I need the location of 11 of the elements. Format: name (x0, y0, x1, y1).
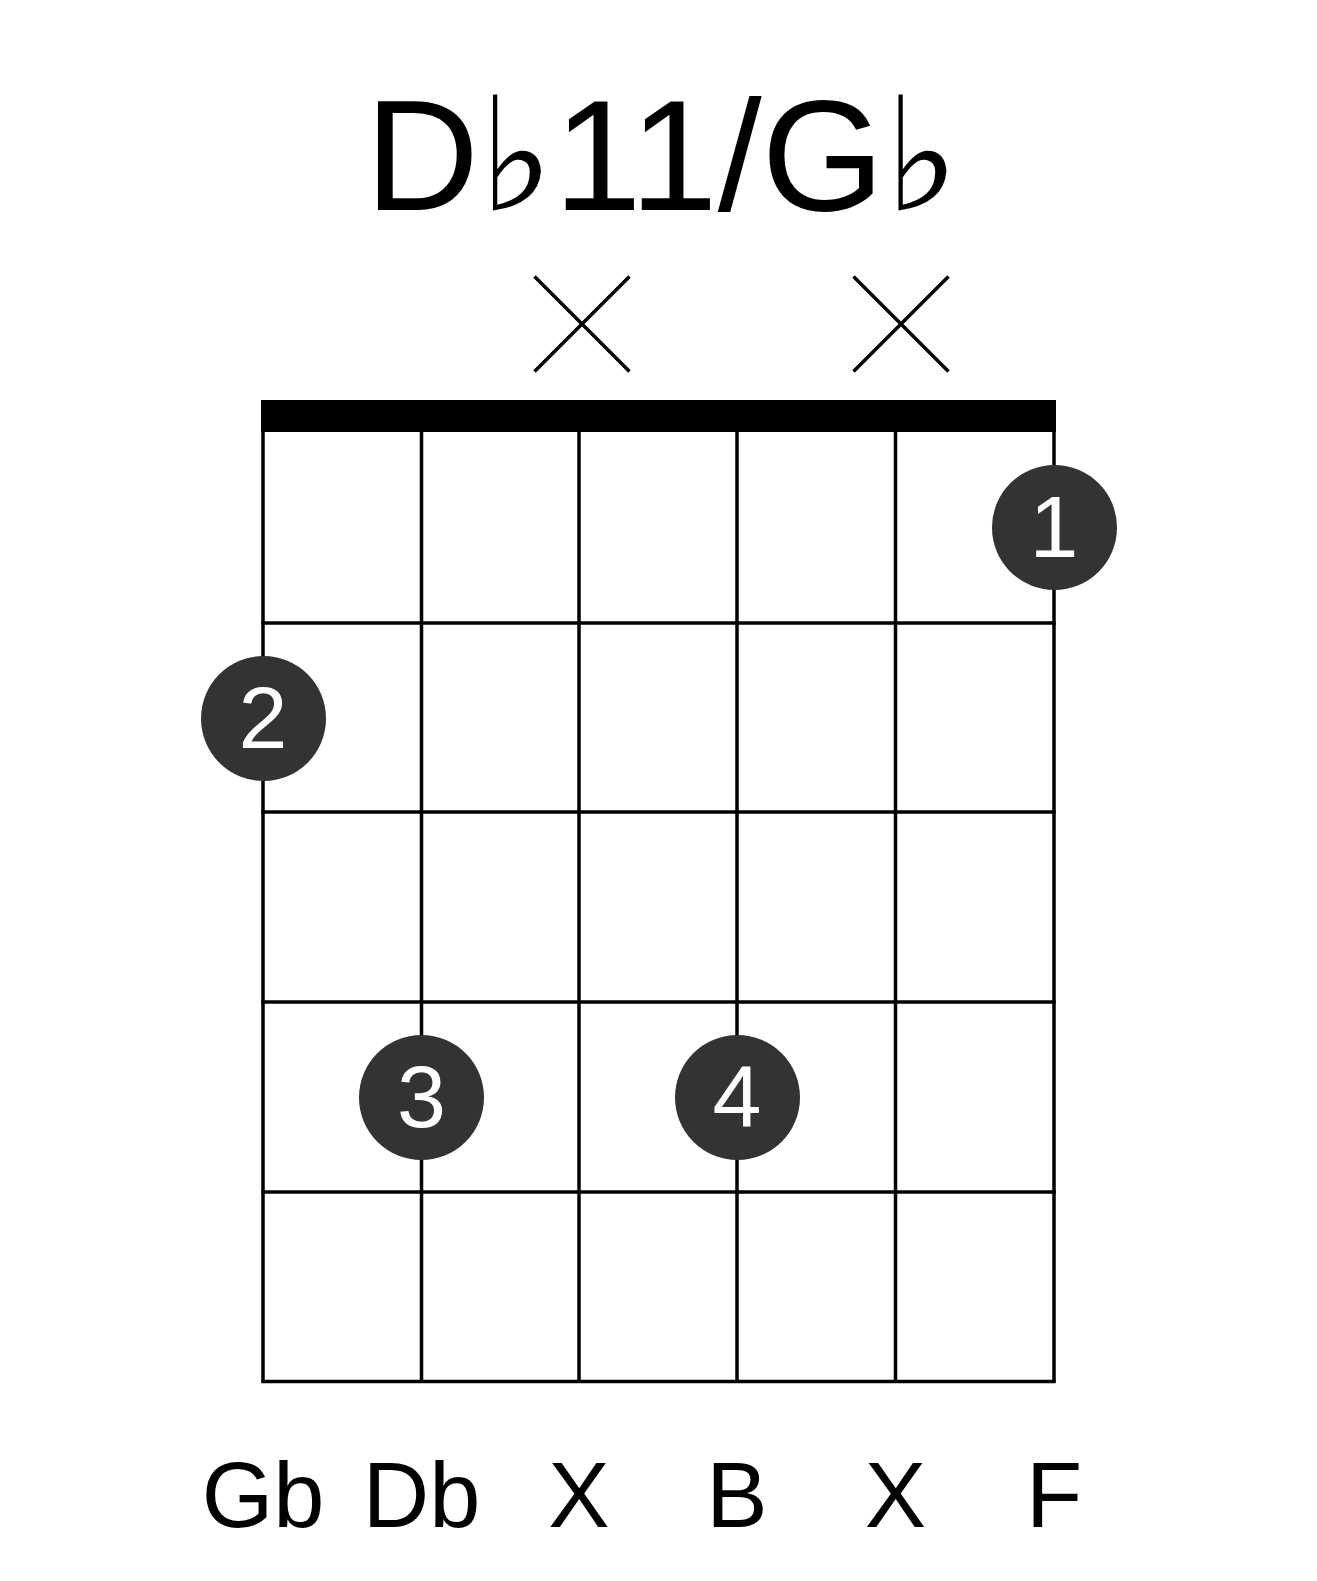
finger-dot: 4 (674, 1034, 800, 1160)
string-note-label: F (1024, 1449, 1084, 1541)
string-note-label: B (705, 1449, 769, 1541)
chord-title: D♭11/G♭ (364, 76, 960, 234)
finger-dot: 2 (200, 655, 326, 781)
string-note-label: X (547, 1449, 611, 1541)
string-note-label: Db (361, 1449, 482, 1541)
string-note-label: X (863, 1449, 928, 1541)
finger-dot: 1 (991, 464, 1117, 590)
string-note-label: Gb (200, 1449, 326, 1541)
finger-dot: 3 (359, 1034, 484, 1160)
